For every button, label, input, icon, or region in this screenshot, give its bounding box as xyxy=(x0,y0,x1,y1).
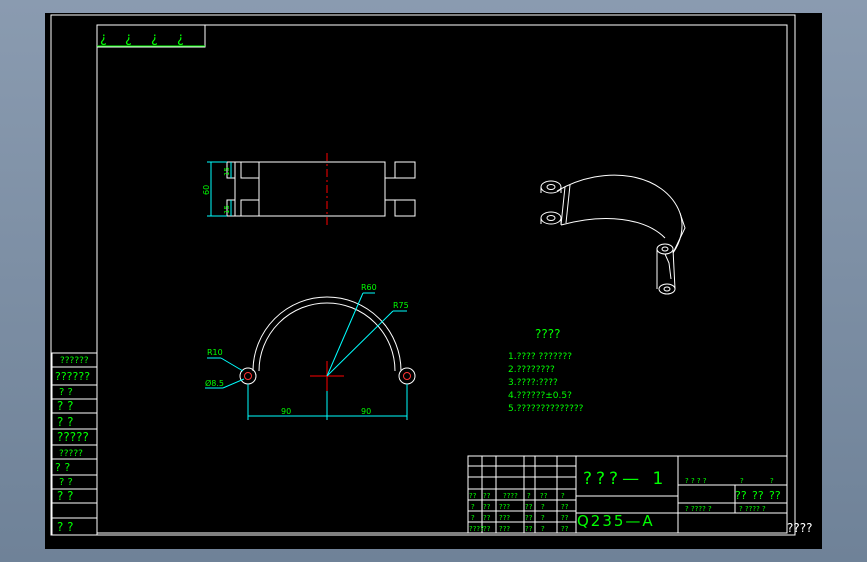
notes-item: 2.???????? xyxy=(508,365,555,375)
strip-cell: ? ? xyxy=(57,489,74,503)
tb-header-cell: ?? xyxy=(483,492,491,500)
tb-grid-cell: ??? xyxy=(499,503,510,511)
tb-grid-cell: ?? xyxy=(483,525,491,533)
tb-header-cell: ???? xyxy=(503,492,518,500)
notes-title: ???? xyxy=(535,327,560,341)
top-left-stamp: ¿ ¿ ¿ ¿ xyxy=(96,24,206,48)
technical-notes: ???? 1.???? ??????? 2.???????? 3.????:??… xyxy=(508,327,584,414)
stamp-glyph: ¿ xyxy=(100,31,107,46)
notes-item: 3.????:???? xyxy=(508,378,558,388)
tb-header-cell: ? xyxy=(561,492,565,500)
tb-grid-cell: ? xyxy=(471,514,475,522)
tb-right-cell: ? xyxy=(740,477,744,485)
tb-grid-cell: ?? xyxy=(561,503,569,511)
strip-cell: ? ? xyxy=(57,399,74,413)
label-hole: Ø8.5 xyxy=(205,378,224,388)
material: Q235—A xyxy=(577,512,655,530)
strip-cell: ?????? xyxy=(55,370,90,383)
tb-grid-cell: ?? xyxy=(483,503,491,511)
strip-cell: ? ? xyxy=(59,387,73,398)
tb-right-cell: ? ???? ? xyxy=(739,505,766,513)
notes-item: 5.?????????????? xyxy=(508,404,584,414)
tb-grid-cell: ?? xyxy=(525,503,533,511)
strip-cell: ? ? xyxy=(55,461,70,474)
strip-cell: ? ? xyxy=(57,415,74,429)
left-strip: ?????? ?????? ? ? ? ? ? ? ????? ????? ? … xyxy=(51,352,98,536)
tb-grid-cell: ??? xyxy=(499,514,510,522)
drawing-canvas[interactable]: ¿ ¿ ¿ ¿ xyxy=(45,13,822,549)
tb-grid-cell: ???? xyxy=(469,525,484,533)
label-r10: R10 xyxy=(207,348,223,357)
label-r75: R75 xyxy=(393,301,409,310)
dim-90-left: 90 xyxy=(281,407,291,416)
strip-cell: ????? xyxy=(59,449,83,459)
inner-frame xyxy=(96,24,788,534)
dim-90-right: 90 xyxy=(361,407,371,416)
tb-grid-cell: ? xyxy=(541,525,545,533)
tb-grid-cell: ?? xyxy=(561,514,569,522)
stamp-glyph: ¿ xyxy=(125,31,132,46)
front-view: R60 R75 R10 Ø8.5 90 90 xyxy=(205,283,416,420)
isometric-view xyxy=(540,174,686,295)
tb-grid-cell: ??? xyxy=(499,525,510,533)
tb-right-cell: ? ? ? ? xyxy=(685,477,707,485)
dim-15-bottom: 15 xyxy=(223,205,231,214)
outer-border xyxy=(50,14,796,536)
tb-grid-cell: ? xyxy=(471,503,475,511)
strip-cell: ????? xyxy=(57,430,89,444)
strip-cell: ? ? xyxy=(57,520,74,534)
notes-item: 4.??????±0.5? xyxy=(508,391,572,401)
tb-grid-cell: ? xyxy=(541,503,545,511)
stamp-glyph: ¿ xyxy=(177,31,184,46)
dim-60: 60 xyxy=(202,185,211,195)
tb-right-cell: ? ???? ? xyxy=(685,505,712,513)
drawing-name: ???— 1 xyxy=(583,469,667,489)
tb-right-cell: ? xyxy=(770,477,774,485)
corner-label: ???? xyxy=(787,521,813,535)
tb-grid-cell: ?? xyxy=(561,525,569,533)
notes-item: 1.???? ??????? xyxy=(508,352,572,362)
dim-15-top: 15 xyxy=(223,167,231,176)
label-r60: R60 xyxy=(361,283,377,292)
title-block: ???— 1 Q235—A ?? ?? ???? ? ?? ? ? ?? ???… xyxy=(467,455,788,534)
tb-header-cell: ? xyxy=(527,492,531,500)
stamp-glyph: ¿ xyxy=(151,31,158,46)
tb-grid-cell: ? xyxy=(541,514,545,522)
drawing-sheet-svg: ¿ ¿ ¿ ¿ xyxy=(50,14,796,536)
tb-header-cell: ?? xyxy=(469,492,477,500)
strip-cell: ? ? xyxy=(59,477,73,488)
strip-cell: ?????? xyxy=(60,356,89,366)
tb-right-cell: ?? xyxy=(752,489,764,502)
side-view: 60 15 15 xyxy=(202,153,416,225)
tb-right-cell: ?? xyxy=(735,489,747,502)
tb-grid-cell: ?? xyxy=(525,525,533,533)
tb-grid-cell: ?? xyxy=(525,514,533,522)
tb-grid-cell: ?? xyxy=(483,514,491,522)
tb-header-cell: ?? xyxy=(540,492,548,500)
tb-right-cell: ?? xyxy=(769,489,781,502)
